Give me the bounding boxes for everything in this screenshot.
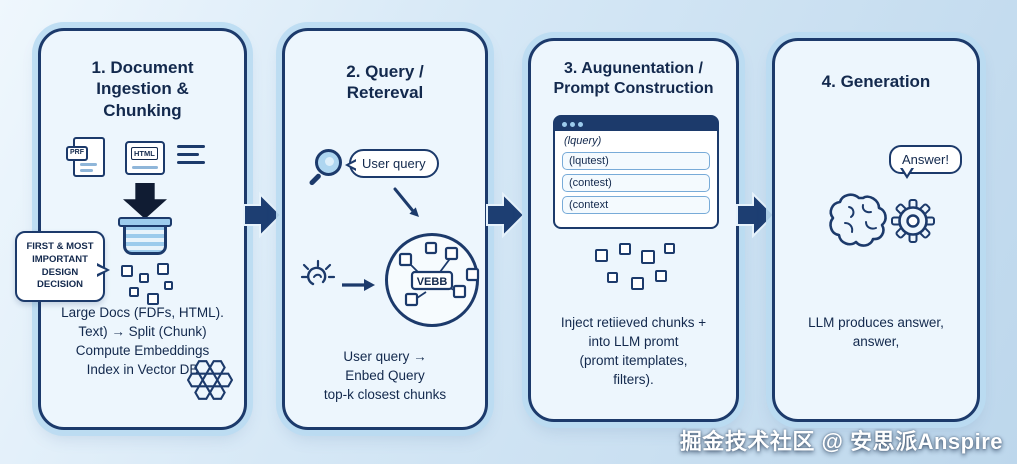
answer-bubble: Answer! <box>889 145 962 179</box>
vector-db-graph: VEBB <box>398 241 480 307</box>
flow-arrow-icon <box>736 192 776 238</box>
vector-db-circle: VEBB <box>385 233 480 327</box>
window-dot <box>562 121 567 127</box>
stage-description-4: LLM produces answer, answer, <box>808 315 944 350</box>
chunk-square <box>619 243 631 255</box>
user-query-bubble: User query <box>345 149 439 178</box>
stage-card-document-ingestion: 1. Document Ingestion & Chunking PRF HTM… <box>15 28 247 430</box>
vector-db-label: VEBB <box>417 276 448 288</box>
stage-description-2: User query → Enbed Query top-k closest c… <box>323 349 447 403</box>
chunk-square <box>664 243 675 254</box>
stage-card-generation: 4. Generation Answer! <box>772 38 980 422</box>
brain-icon <box>829 193 887 247</box>
pdf-file-icon: PRF <box>66 137 105 177</box>
stage-description-1: Large Docs (FDFs, HTML). Text) → Split (… <box>61 305 224 378</box>
stage-title-2: 2. Query / Retereval <box>346 62 424 103</box>
html-file-icon: HTML <box>125 141 165 175</box>
html-label: HTML <box>131 147 158 161</box>
window-titlebar <box>555 117 717 131</box>
stage-description-3: Inject retiieved chunks + into LLM promt… <box>560 315 707 388</box>
honeycomb-icon <box>187 360 233 400</box>
stage-title-1: 1. Document Ingestion & Chunking <box>91 58 194 120</box>
prompt-row: (context <box>562 196 710 214</box>
query-to-db-arrow-icon <box>393 187 419 217</box>
sparkle-brain-icon <box>300 259 336 286</box>
chunk-square <box>164 281 173 290</box>
chunker-bucket-icon <box>118 217 172 255</box>
chunk-square <box>157 263 169 275</box>
chunk-square <box>655 270 667 282</box>
chunk-square <box>147 293 159 305</box>
stage-title-3: 3. Augunentation / Prompt Construction <box>553 60 714 97</box>
prompt-window: (lquery) (lqutest) (contest) (context <box>553 115 719 229</box>
embed-arrow-icon <box>342 279 375 291</box>
prompt-row: (contest) <box>562 174 710 192</box>
chunk-square <box>595 249 608 262</box>
gear-icon <box>891 199 935 243</box>
text-doc-icon <box>177 145 205 169</box>
chunk-square <box>129 287 139 297</box>
chunk-square <box>139 273 149 283</box>
stage-title-4: 4. Generation <box>821 72 931 91</box>
flow-arrow-icon <box>243 192 283 238</box>
chunk-square <box>641 250 655 264</box>
brain-gear-icon <box>829 193 935 247</box>
prompt-row: (lqutest) <box>562 152 710 170</box>
stage-card-query-retrieval: 2. Query / Retereval User query <box>282 28 488 430</box>
watermark: 掘金技术社区 @ 安思派Anspire <box>679 429 1003 454</box>
magnifier-icon <box>308 149 345 186</box>
window-dot <box>578 121 583 127</box>
prompt-row: (lquery) <box>564 135 602 147</box>
window-dot <box>570 121 575 127</box>
chunk-square <box>607 272 618 283</box>
down-arrow-icon <box>123 183 167 219</box>
design-decision-callout: FIRST & MOST IMPORTANT DESIGN DECISION <box>15 231 110 303</box>
stage-card-augmentation: 3. Augunentation / Prompt Construction (… <box>528 38 739 422</box>
chunk-square <box>631 277 644 290</box>
pdf-badge: PRF <box>66 146 88 161</box>
chunk-square <box>121 265 133 277</box>
flow-arrow-icon <box>486 192 526 238</box>
